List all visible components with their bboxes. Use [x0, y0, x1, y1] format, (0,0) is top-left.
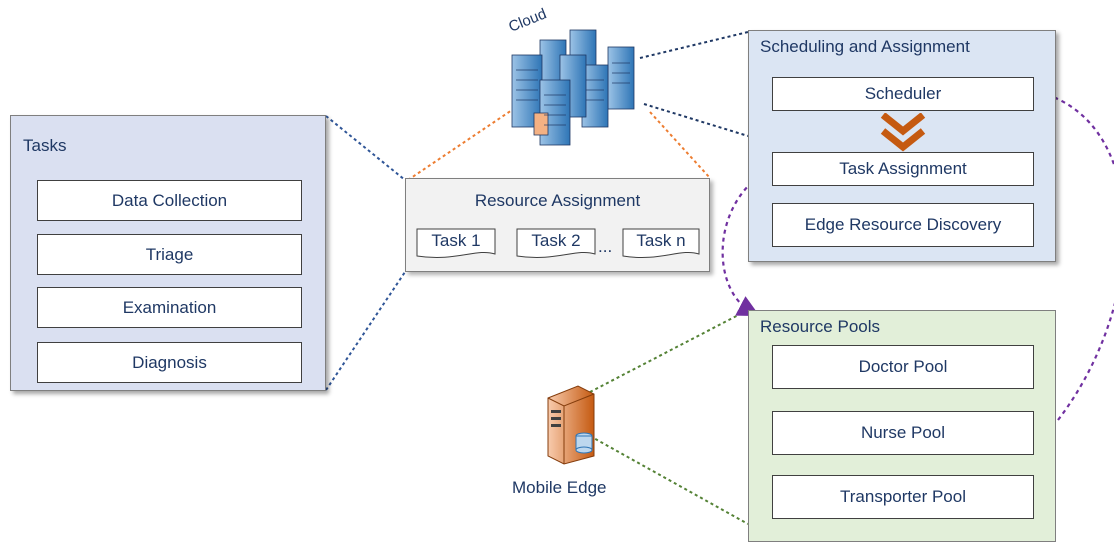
task-item-diagnosis: Diagnosis	[37, 342, 302, 383]
task-item-data-collection: Data Collection	[37, 180, 302, 221]
task-doc-n-label: Task n	[636, 231, 686, 250]
task-doc-2-label: Task 2	[531, 231, 581, 250]
document-shape-icon	[516, 228, 596, 259]
edge-to-pools-top-connector	[589, 309, 749, 393]
cloud-to-resource-left-connector	[407, 109, 513, 181]
task-doc-2: Task 2	[516, 228, 596, 259]
task-assignment-box: Task Assignment	[772, 152, 1034, 186]
edge-to-pools-bottom-connector	[589, 435, 749, 525]
scheduler-box: Scheduler	[772, 77, 1034, 111]
document-shape-icon	[622, 228, 700, 259]
tasks-panel: Tasks Data Collection Triage Examination…	[10, 115, 326, 391]
task-ellipsis: ...	[598, 237, 613, 256]
task-doc-1: Task 1	[416, 228, 496, 259]
transporter-pool-box: Transporter Pool	[772, 475, 1034, 519]
document-shape-icon	[416, 228, 496, 259]
resource-pools-title: Resource Pools	[760, 317, 881, 336]
pools-to-scheduler-feedback-arrow	[1029, 84, 1114, 421]
resource-assignment-title: Resource Assignment	[474, 191, 641, 210]
cloud-to-resource-right-connector	[649, 111, 711, 179]
mobile-edge-label: Mobile Edge	[512, 478, 607, 497]
mobile-edge-server-icon	[547, 385, 595, 465]
cloud-to-scheduling-bottom-connector	[643, 103, 749, 137]
resource-assignment-panel: Resource Assignment Task 1 Task 2 ... Ta…	[405, 178, 710, 272]
task-item-examination: Examination	[37, 287, 302, 328]
task-item-triage: Triage	[37, 234, 302, 275]
resource-pools-panel: Resource Pools Doctor Pool Nurse Pool Tr…	[748, 310, 1056, 542]
tasks-to-resource-bottom-connector	[325, 271, 406, 391]
doctor-pool-box: Doctor Pool	[772, 345, 1034, 389]
tasks-title: Tasks	[23, 136, 67, 155]
nurse-pool-box: Nurse Pool	[772, 411, 1034, 455]
edge-resource-discovery-box: Edge Resource Discovery	[772, 203, 1034, 247]
tasks-to-resource-top-connector	[325, 115, 406, 181]
cloud-servers-icon	[511, 29, 635, 146]
double-chevron-down-icon	[880, 113, 926, 152]
task-doc-n: Task n	[622, 228, 700, 259]
scheduling-title: Scheduling and Assignment	[760, 37, 970, 56]
scheduling-panel: Scheduling and Assignment Scheduler Task…	[748, 30, 1056, 262]
task-doc-1-label: Task 1	[431, 231, 481, 250]
cloud-to-scheduling-top-connector	[639, 31, 749, 59]
